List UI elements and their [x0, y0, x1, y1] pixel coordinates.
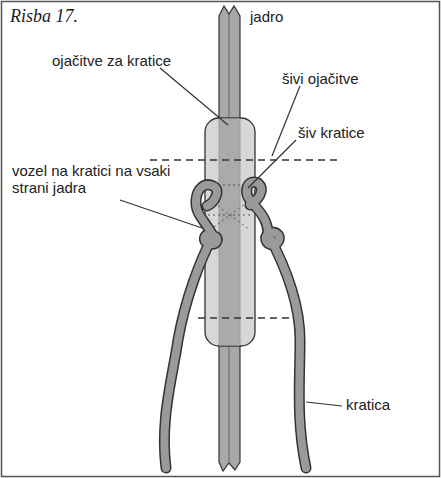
sail-under-patch: [219, 118, 240, 346]
leader-line: [120, 68, 342, 406]
part-label: ojačitve za kratice: [52, 52, 171, 69]
part-label: kratica: [346, 396, 390, 413]
reinforcement-seam: [150, 159, 340, 160]
figure-title: Risba 17.: [10, 6, 78, 27]
reef-tie: [164, 182, 306, 468]
reinforcement-seam: [198, 317, 300, 318]
part-label: vozel na kratici na vsaki strani jadra: [12, 162, 192, 196]
part-label: šivi ojačitve: [282, 70, 359, 87]
part-label: jadro: [250, 8, 283, 25]
part-label: šiv kratice: [298, 124, 365, 141]
